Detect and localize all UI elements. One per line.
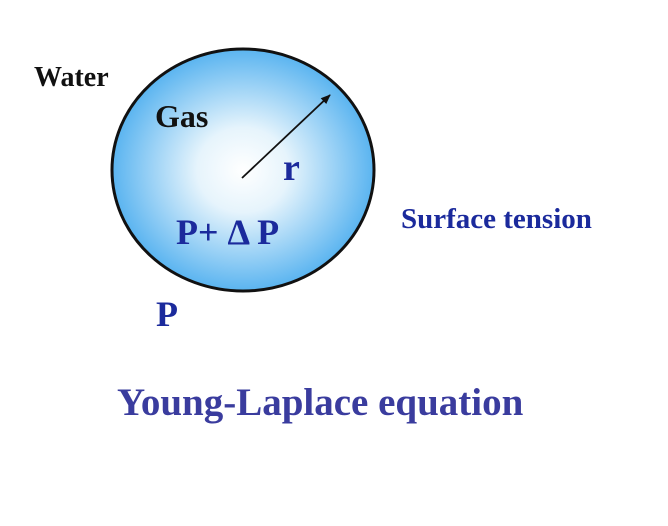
inner-pressure-label: P+ Δ P	[176, 212, 279, 252]
gas-bubble	[110, 47, 376, 293]
water-label: Water	[34, 62, 109, 93]
radius-arrow	[241, 94, 331, 179]
outer-pressure-label: P	[156, 294, 178, 334]
radius-label: r	[283, 147, 300, 189]
gas-label: Gas	[155, 98, 208, 134]
surface-tension-label: Surface tension	[401, 203, 592, 235]
caption: Young-Laplace equation	[117, 381, 524, 424]
